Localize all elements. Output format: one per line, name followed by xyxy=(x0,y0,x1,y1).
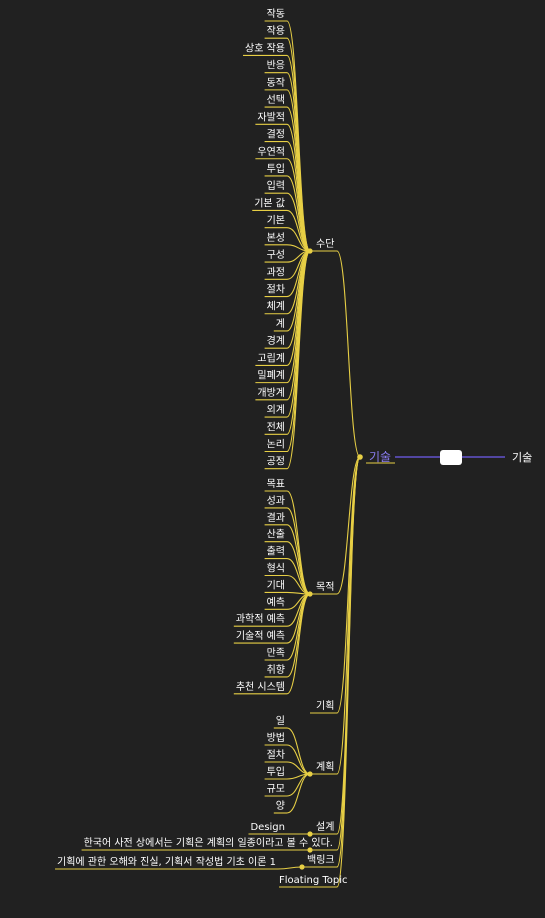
root-to-branch-connector xyxy=(336,250,361,458)
branch-to-child-connector xyxy=(286,89,311,252)
child-topic[interactable]: 전체 xyxy=(267,421,285,433)
branch-topic[interactable]: 백링크 xyxy=(307,854,335,866)
child-topic[interactable]: 형식 xyxy=(267,563,285,575)
child-topic[interactable]: 밀폐계 xyxy=(257,370,285,382)
child-topic[interactable]: 투입 xyxy=(267,162,285,175)
child-topic[interactable]: 기술적 예측 xyxy=(236,630,285,642)
child-topic[interactable]: 기획에 관한 오해와 진실, 기획서 작성법 기초 이론 1 xyxy=(57,855,276,868)
child-topic[interactable]: 일 xyxy=(276,715,285,727)
branch-to-child-connector xyxy=(286,250,311,470)
root-topic[interactable]: 기술 xyxy=(369,450,391,464)
linked-topic[interactable]: 기술 xyxy=(512,451,532,464)
child-topic[interactable]: 작용 xyxy=(267,25,285,37)
child-topic[interactable]: 상호 작용 xyxy=(245,42,285,54)
branch-topic[interactable]: 기획 xyxy=(316,700,334,712)
child-topic[interactable]: 만족 xyxy=(267,647,285,659)
child-topic[interactable]: 출력 xyxy=(267,546,285,558)
child-topic[interactable]: 논리 xyxy=(267,439,285,451)
child-topic[interactable]: 계 xyxy=(276,318,285,330)
child-topic[interactable]: 결정 xyxy=(267,129,285,141)
branch-to-child-connector xyxy=(286,593,311,678)
child-topic[interactable]: Design xyxy=(250,822,285,833)
child-topic[interactable]: 성과 xyxy=(267,495,285,507)
child-topic[interactable]: 경계 xyxy=(267,334,285,347)
branch-to-child-connector xyxy=(286,209,311,252)
child-topic[interactable]: 절차 xyxy=(267,283,285,296)
branch-to-child-connector xyxy=(286,593,311,661)
root-to-branch-connector xyxy=(336,456,361,888)
child-topic[interactable]: 양 xyxy=(276,800,285,812)
branch-to-child-connector xyxy=(286,593,311,695)
child-topic[interactable]: 취향 xyxy=(267,664,285,676)
child-topic[interactable]: 과정 xyxy=(267,266,285,278)
branch-to-child-connector xyxy=(286,593,311,627)
child-topic[interactable]: 고립계 xyxy=(257,351,285,364)
root-anchor-dot xyxy=(357,454,363,460)
child-topic[interactable]: 선택 xyxy=(267,94,285,106)
root-to-branch-connector xyxy=(336,456,361,775)
branch-topic[interactable]: Floating Topic xyxy=(279,875,348,886)
child-topic[interactable]: 구성 xyxy=(267,249,285,261)
child-topic[interactable]: 방법 xyxy=(267,732,285,744)
child-topic[interactable]: 기대 xyxy=(267,579,285,591)
branch-to-child-connector xyxy=(286,773,311,814)
child-topic[interactable]: 한국어 사전 상에서는 기획은 계획의 일종이라고 볼 수 있다. xyxy=(84,837,333,849)
child-topic[interactable]: 추천 시스템 xyxy=(236,681,285,693)
child-topic[interactable]: 기본 xyxy=(267,215,285,227)
child-topic[interactable]: 외계 xyxy=(267,404,285,416)
link-box[interactable] xyxy=(440,450,462,465)
branch-connectors xyxy=(55,20,361,888)
child-topic[interactable]: 규모 xyxy=(267,784,285,795)
child-topic[interactable]: 목표 xyxy=(267,478,285,490)
child-topic[interactable]: 절차 xyxy=(267,748,285,761)
root-to-branch-connector xyxy=(336,456,361,595)
child-topic[interactable]: 체계 xyxy=(267,301,285,313)
child-topic[interactable]: 작동 xyxy=(267,8,285,20)
branch-to-child-connector xyxy=(286,507,311,595)
branch-topic[interactable]: 수단 xyxy=(316,238,334,250)
child-topic[interactable]: 반응 xyxy=(267,60,285,72)
branch-topic[interactable]: 설계 xyxy=(316,821,334,833)
branch-topic[interactable]: 목적 xyxy=(316,581,334,593)
child-topic[interactable]: 결과 xyxy=(267,512,285,524)
child-topic[interactable]: 예측 xyxy=(267,596,285,608)
branch-topic[interactable]: 계획 xyxy=(316,761,334,773)
child-topic[interactable]: 동작 xyxy=(267,77,285,89)
child-topic[interactable]: 우연적 xyxy=(257,146,285,158)
child-topic[interactable]: 공정 xyxy=(267,456,285,468)
child-topic[interactable]: 산출 xyxy=(267,529,285,541)
branch-to-child-connector xyxy=(286,558,311,595)
child-topic[interactable]: 개방계 xyxy=(257,387,285,399)
child-topic[interactable]: 기본 값 xyxy=(254,197,285,209)
child-topic[interactable]: 과학적 예측 xyxy=(236,613,285,625)
child-topic[interactable]: 본성 xyxy=(267,232,285,244)
child-topic[interactable]: 입력 xyxy=(267,179,285,192)
branch-to-child-connector xyxy=(277,866,303,870)
child-topic[interactable]: 투입 xyxy=(267,765,285,778)
branch-to-child-connector xyxy=(286,727,311,775)
branch-to-child-connector xyxy=(286,490,311,595)
child-topic[interactable]: 자발적 xyxy=(257,111,285,123)
